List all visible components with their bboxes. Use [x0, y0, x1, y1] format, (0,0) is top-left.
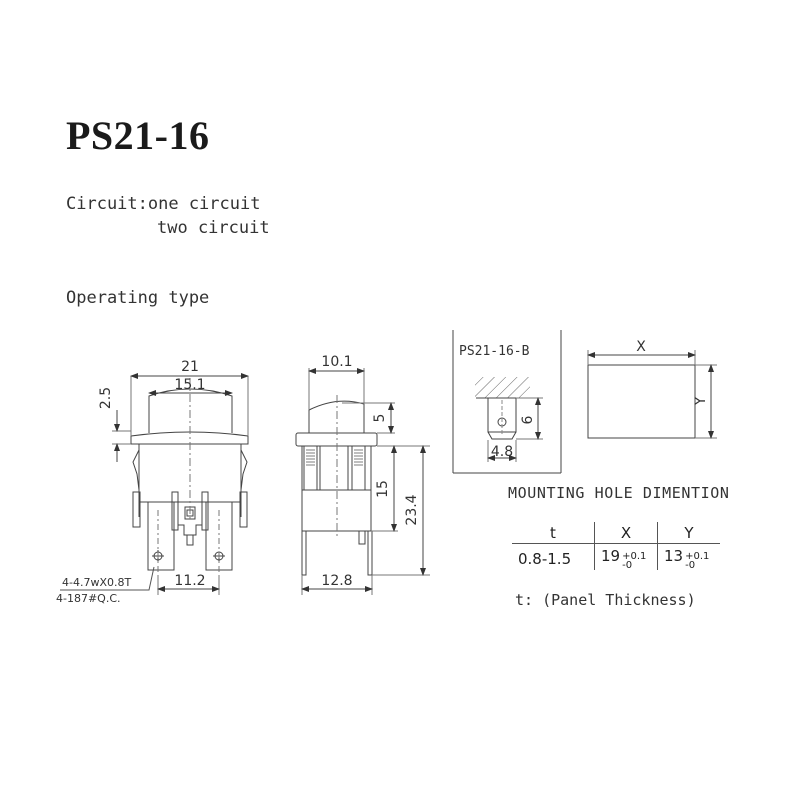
mounting-hole-table: t X Y 0.8-1.5 19+0.1-0 13+0.1-0 — [512, 522, 720, 571]
dim-cap-height: 5 — [372, 414, 388, 423]
panel-thickness-note: t: (Panel Thickness) — [515, 591, 696, 609]
cutout-y-label: Y — [693, 396, 709, 406]
header-t: t — [512, 522, 595, 544]
page-title: PS21-16 — [66, 113, 210, 158]
dim-b-width: 4.8 — [491, 444, 513, 460]
side-view — [295, 368, 430, 595]
dim-side-cap-width: 10.1 — [321, 354, 352, 370]
dim-b-height: 6 — [520, 415, 536, 424]
cutout-view — [587, 350, 717, 439]
operating-type-label: Operating type — [66, 288, 210, 308]
dim-terminal-pitch: 11.2 — [174, 573, 205, 589]
mounting-hole-title: MOUNTING HOLE DIMENTION — [508, 484, 730, 502]
y-tol-plus: +0.1 — [685, 551, 710, 562]
dim-total-height: 23.4 — [404, 494, 420, 525]
y-tol-minus: -0 — [685, 560, 696, 571]
dim-overall-width: 21 — [181, 359, 199, 375]
x-tolerance: +0.1-0 — [622, 551, 647, 571]
cell-x: 19+0.1-0 — [594, 543, 658, 571]
x-value: 19 — [601, 547, 621, 565]
x-tol-minus: -0 — [622, 560, 633, 571]
y-tolerance: +0.1-0 — [685, 551, 710, 571]
x-tol-plus: +0.1 — [622, 551, 647, 562]
y-value: 13 — [664, 547, 684, 565]
cutout-x-label: X — [636, 339, 646, 355]
header-x: X — [594, 522, 658, 544]
variant-b-label: PS21-16-B — [459, 344, 530, 359]
circuit-line-one: Circuit:one circuit — [66, 194, 261, 214]
dim-base-width: 12.8 — [321, 573, 352, 589]
dim-flange-height: 2.5 — [98, 387, 114, 409]
circuit-line-two: two circuit — [157, 218, 270, 238]
cell-thickness: 0.8-1.5 — [518, 549, 572, 568]
header-y: Y — [657, 522, 720, 544]
front-view — [60, 373, 249, 595]
dim-cap-width: 15.1 — [174, 377, 205, 393]
terminal-note-size: 4-4.7wX0.8T — [62, 576, 131, 589]
dim-body-height: 15 — [375, 480, 391, 498]
table-header-row: t X Y — [512, 522, 720, 544]
cell-y: 13+0.1-0 — [657, 543, 720, 571]
table-row: 0.8-1.5 19+0.1-0 13+0.1-0 — [512, 543, 720, 571]
terminal-note-qc: 4-187#Q.C. — [56, 592, 121, 605]
variant-b-view — [452, 330, 562, 474]
